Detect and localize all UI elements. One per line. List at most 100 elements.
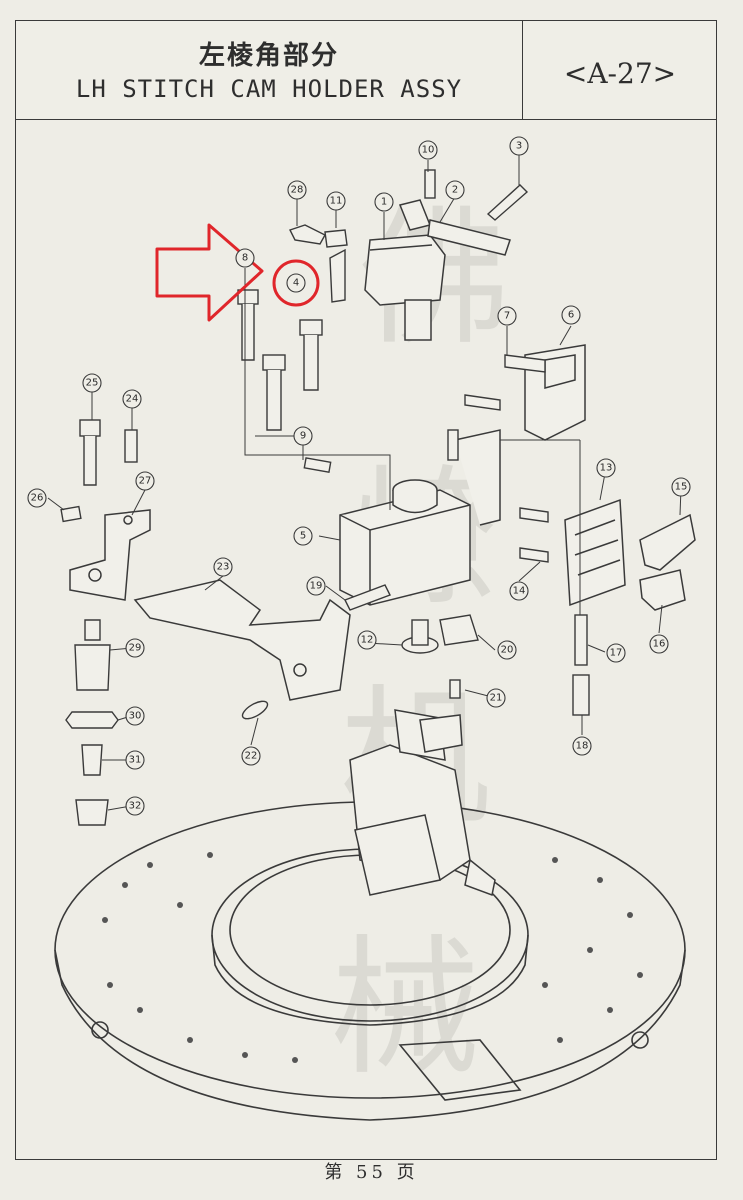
callout-circle	[572, 736, 592, 756]
callout-circle	[509, 136, 529, 156]
callout-6: 6	[561, 305, 581, 325]
callout-14: 14	[509, 581, 529, 601]
callout-label: 31	[129, 755, 142, 766]
title-english: LH STITCH CAM HOLDER ASSY	[75, 75, 463, 103]
callout-circle	[241, 746, 261, 766]
callout-5: 5	[293, 526, 313, 546]
callout-circle	[497, 640, 517, 660]
callout-label: 12	[361, 635, 374, 646]
callout-circle	[445, 180, 465, 200]
callout-label: 25	[86, 378, 99, 389]
callout-label: 32	[129, 801, 142, 812]
callout-13: 13	[596, 458, 616, 478]
callout-circle	[213, 557, 233, 577]
callout-circle	[235, 248, 255, 268]
title-block: 左棱角部分 LH STITCH CAM HOLDER ASSY <A-27>	[15, 20, 717, 120]
page-code: <A-27>	[563, 57, 677, 90]
callout-circle	[306, 576, 326, 596]
callout-label: 3	[516, 141, 522, 152]
lever-plate-23	[133, 579, 351, 701]
callout-circle	[27, 488, 47, 508]
callout-label: 26	[31, 493, 44, 504]
highlight-arrow	[155, 223, 264, 322]
callout-30: 30	[125, 706, 145, 726]
callout-label: 22	[245, 751, 258, 762]
callout-circle	[293, 426, 313, 446]
callout-25: 25	[82, 373, 102, 393]
callout-circle	[135, 471, 155, 491]
callout-11: 11	[326, 191, 346, 211]
callout-label: 15	[675, 482, 688, 493]
callout-32: 32	[125, 796, 145, 816]
cam-parts-15-16	[639, 513, 696, 611]
watermark-char: 械	[330, 922, 480, 1096]
callout-4: 4	[286, 273, 306, 293]
cam-block-1	[364, 199, 511, 341]
callout-label: 9	[300, 431, 306, 442]
bracket-27	[69, 509, 151, 601]
callout-16: 16	[649, 634, 669, 654]
callout-circle	[486, 688, 506, 708]
callout-29: 29	[125, 638, 145, 658]
callout-circle	[357, 630, 377, 650]
callout-28: 28	[287, 180, 307, 200]
callout-circle	[671, 477, 691, 497]
callout-12: 12	[357, 630, 377, 650]
callout-circle	[125, 750, 145, 770]
callout-circle	[122, 389, 142, 409]
callout-label: 27	[139, 476, 152, 487]
callout-17: 17	[606, 643, 626, 663]
callout-label: 29	[129, 643, 142, 654]
callout-26: 26	[27, 488, 47, 508]
fasteners	[60, 169, 590, 826]
callout-9: 9	[293, 426, 313, 446]
callout-21: 21	[486, 688, 506, 708]
callout-circle	[509, 581, 529, 601]
callout-circle	[286, 273, 306, 293]
callout-label: 20	[501, 645, 514, 656]
callout-label: 28	[291, 185, 304, 196]
callout-label: 10	[422, 145, 435, 156]
callout-label: 19	[310, 581, 323, 592]
callout-label: 17	[610, 648, 623, 659]
callout-circle	[649, 634, 669, 654]
callout-23: 23	[213, 557, 233, 577]
callout-label: 2	[452, 185, 458, 196]
callout-3: 3	[509, 136, 529, 156]
callout-circle	[287, 180, 307, 200]
callout-19: 19	[306, 576, 326, 596]
callout-15: 15	[671, 477, 691, 497]
callout-circle	[125, 796, 145, 816]
callout-label: 14	[513, 586, 526, 597]
callout-circle	[293, 526, 313, 546]
callout-circle	[596, 458, 616, 478]
callout-label: 8	[242, 253, 248, 264]
title-divider	[522, 21, 523, 119]
guide-block-13	[564, 498, 626, 607]
callout-label: 18	[576, 741, 589, 752]
page-footer: 第 55 页	[324, 1162, 419, 1183]
callout-2: 2	[445, 180, 465, 200]
callout-circle	[125, 638, 145, 658]
callout-circle	[606, 643, 626, 663]
callout-10: 10	[418, 140, 438, 160]
callout-circle	[125, 706, 145, 726]
callout-24: 24	[122, 389, 142, 409]
callout-22: 22	[241, 746, 261, 766]
callout-1: 1	[374, 192, 394, 212]
callout-circle	[561, 305, 581, 325]
callout-circle	[374, 192, 394, 212]
callout-label: 4	[293, 278, 299, 289]
callout-20: 20	[497, 640, 517, 660]
callout-label: 7	[504, 311, 510, 322]
callout-circle	[497, 306, 517, 326]
callout-circle	[326, 191, 346, 211]
holder-block-5	[339, 429, 501, 606]
callout-27: 27	[135, 471, 155, 491]
callout-label: 30	[129, 711, 142, 722]
callout-label: 1	[381, 197, 387, 208]
callout-label: 5	[300, 531, 306, 542]
callout-circle	[418, 140, 438, 160]
cam-holder-body	[349, 709, 496, 897]
